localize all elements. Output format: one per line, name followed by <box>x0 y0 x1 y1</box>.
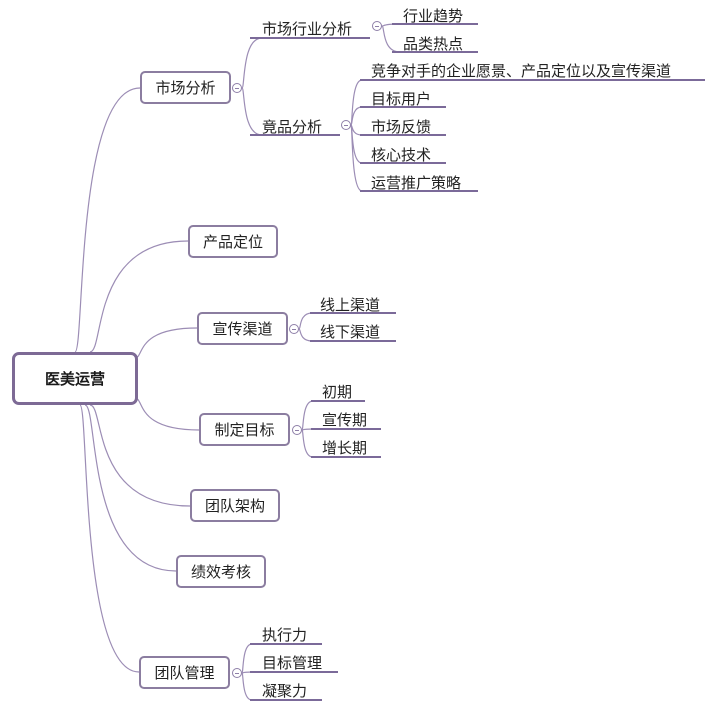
collapse-toggle-icon[interactable] <box>372 21 382 31</box>
connector-line <box>301 400 314 431</box>
connector-line <box>301 429 314 458</box>
leaf-growth-phase[interactable]: 增长期 <box>322 439 368 457</box>
collapse-toggle-icon[interactable] <box>232 668 242 678</box>
connector-line <box>241 37 263 89</box>
leaf-target-users[interactable]: 目标用户 <box>371 90 432 108</box>
leaf-operation-strategy[interactable]: 运营推广策略 <box>371 174 462 192</box>
connector-line <box>381 25 401 53</box>
collapse-toggle-icon[interactable] <box>292 425 302 435</box>
leaf-execution[interactable]: 执行力 <box>262 626 308 644</box>
leaf-promotion-phase[interactable]: 宣传期 <box>322 411 368 429</box>
connector-line <box>241 672 253 701</box>
leaf-category-hotspot[interactable]: 品类热点 <box>403 35 464 53</box>
branch-set-goals[interactable]: 制定目标 <box>199 413 290 446</box>
connector-line <box>241 87 263 136</box>
leaf-initial-phase[interactable]: 初期 <box>322 383 353 401</box>
collapse-toggle-icon[interactable] <box>341 120 351 130</box>
leaf-goal-management[interactable]: 目标管理 <box>262 654 323 672</box>
connector-line <box>298 312 313 330</box>
branch-label: 团队架构 <box>204 497 265 515</box>
connector-line <box>134 397 200 431</box>
leaf-offline-channel[interactable]: 线下渠道 <box>320 323 381 341</box>
branch-label: 市场分析 <box>155 79 216 97</box>
leaf-online-channel[interactable]: 线上渠道 <box>320 296 381 314</box>
branch-label: 产品定位 <box>202 233 263 251</box>
branch-market-analysis[interactable]: 市场分析 <box>140 71 231 104</box>
connector-line <box>74 87 141 353</box>
connector-line <box>241 643 253 674</box>
connector-line <box>89 404 191 507</box>
leaf-cohesion[interactable]: 凝聚力 <box>262 682 308 700</box>
branch-product-positioning[interactable]: 产品定位 <box>188 225 278 258</box>
connector-line <box>350 124 363 136</box>
leaf-industry-trend[interactable]: 行业趋势 <box>403 7 464 25</box>
branch-team-management[interactable]: 团队管理 <box>139 656 230 689</box>
branch-team-structure[interactable]: 团队架构 <box>190 489 280 522</box>
leaf-market-feedback[interactable]: 市场反馈 <box>371 118 432 136</box>
connector-line <box>134 327 198 359</box>
leaf-competitor-vision[interactable]: 竞争对手的企业愿景、产品定位以及宣传渠道 <box>371 62 672 80</box>
branch-promotion-channels[interactable]: 宣传渠道 <box>197 312 288 345</box>
connector-line <box>350 124 363 192</box>
connector-line <box>89 240 189 353</box>
collapse-toggle-icon[interactable] <box>232 83 242 93</box>
branch-performance-review[interactable]: 绩效考核 <box>176 555 266 588</box>
sub-market-industry[interactable]: 市场行业分析 <box>262 20 353 38</box>
branch-label: 绩效考核 <box>190 563 251 581</box>
connector-line <box>84 404 177 572</box>
branch-label: 团队管理 <box>154 664 215 682</box>
leaf-core-technology[interactable]: 核心技术 <box>371 146 432 164</box>
collapse-toggle-icon[interactable] <box>289 324 299 334</box>
branch-label: 宣传渠道 <box>212 320 273 338</box>
branch-label: 制定目标 <box>214 421 275 439</box>
connector-line <box>298 328 313 342</box>
root-node[interactable]: 医美运营 <box>12 352 138 405</box>
sub-competitor-analysis[interactable]: 竟品分析 <box>262 118 323 136</box>
connector-line <box>79 404 140 673</box>
root-label: 医美运营 <box>44 370 105 388</box>
